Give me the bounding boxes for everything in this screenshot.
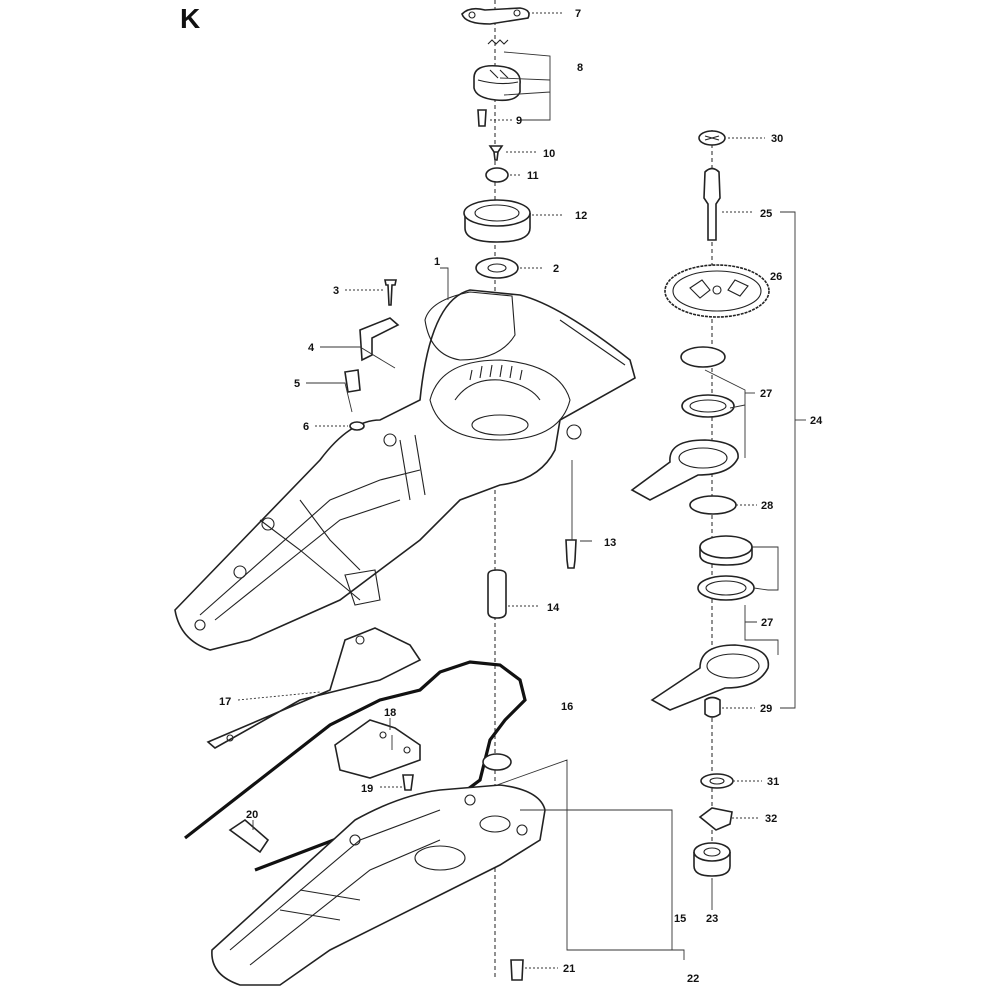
part-8-clutch: [473, 39, 521, 102]
part-6-washer: [349, 421, 365, 431]
part-18-hole-2: [403, 746, 411, 754]
label-part-17: 17: [219, 696, 231, 708]
label-part-11: 11: [527, 170, 539, 182]
label-part-10: 10: [543, 148, 555, 160]
label-part-26: 26: [770, 271, 782, 283]
part-13-bolt: [565, 539, 577, 569]
label-part-28: 28: [761, 500, 773, 512]
part-3-screw: [384, 279, 397, 306]
part-4-lever: [359, 317, 400, 362]
label-part-15: 15: [674, 913, 686, 925]
label-part-7: 7: [575, 8, 581, 20]
label-part-14: 14: [547, 602, 560, 614]
part-21-bolt: [510, 959, 524, 981]
part-11-nut: [485, 167, 509, 183]
label-part-20: 20: [246, 809, 258, 821]
cover-washer: [482, 753, 512, 771]
label-part-23: 23: [706, 913, 718, 925]
part-14-sleeve: [487, 569, 507, 619]
label-part-2: 2: [553, 263, 559, 275]
part-9-pin: [477, 109, 487, 127]
part-27-lower-group: [650, 535, 770, 711]
label-part-3: 3: [333, 285, 339, 297]
part-7-bracket: [461, 7, 530, 25]
part-31-ring: [700, 773, 734, 789]
part-10-screw: [488, 145, 504, 161]
label-part-4: 4: [308, 342, 315, 354]
label-part-22: 22: [687, 973, 699, 985]
label-part-6: 6: [303, 421, 309, 433]
label-part-13: 13: [604, 537, 616, 549]
part-27-upper-group: [630, 346, 739, 501]
label-part-30: 30: [771, 133, 783, 145]
label-part-18: 18: [384, 707, 396, 719]
label-part-24: 24: [810, 415, 823, 427]
part-2-bearing: [475, 257, 519, 279]
label-part-29: 29: [760, 703, 772, 715]
part-26-gear: [664, 264, 770, 318]
part-19-screw: [402, 774, 414, 791]
part-17-hole-2: [226, 734, 234, 742]
label-part-12: 12: [575, 210, 587, 222]
label-part-5: 5: [294, 378, 300, 390]
label-part-21: 21: [563, 963, 575, 975]
label-part-16: 16: [561, 701, 573, 713]
part-32-plate: [698, 807, 733, 831]
label-part-25: 25: [760, 208, 772, 220]
part-23-bearing: [693, 842, 731, 877]
part-17-hole: [355, 635, 365, 645]
part-22-bottom-cover: [211, 784, 546, 986]
label-part-27-upper: 27: [760, 388, 772, 400]
label-part-32: 32: [765, 813, 777, 825]
label-part-27-lower: 27: [761, 617, 773, 629]
part-12-drum: [463, 199, 531, 243]
section-letter: K: [180, 3, 200, 34]
part-30-cap: [698, 130, 726, 146]
leader-lines: [237, 12, 806, 969]
part-1-gear-housing: [174, 289, 636, 651]
callout-labels: 1 2 3 4 5 6 7 8 9 10 11 12 13 14 15 16 1…: [219, 8, 823, 985]
label-part-9: 9: [516, 115, 522, 127]
label-part-19: 19: [361, 783, 373, 795]
part-17-plate: [206, 627, 422, 749]
part-18-bracket: [334, 719, 421, 779]
part-29-bushing: [704, 696, 721, 718]
part-20-clip: [228, 818, 270, 854]
label-part-31: 31: [767, 776, 779, 788]
part-5-clip: [344, 369, 361, 393]
part-18-hole: [379, 731, 387, 739]
label-part-1: 1: [434, 256, 440, 268]
part-28-washer: [689, 495, 737, 515]
part-25-shaft: [703, 167, 721, 241]
label-part-8: 8: [577, 62, 583, 74]
